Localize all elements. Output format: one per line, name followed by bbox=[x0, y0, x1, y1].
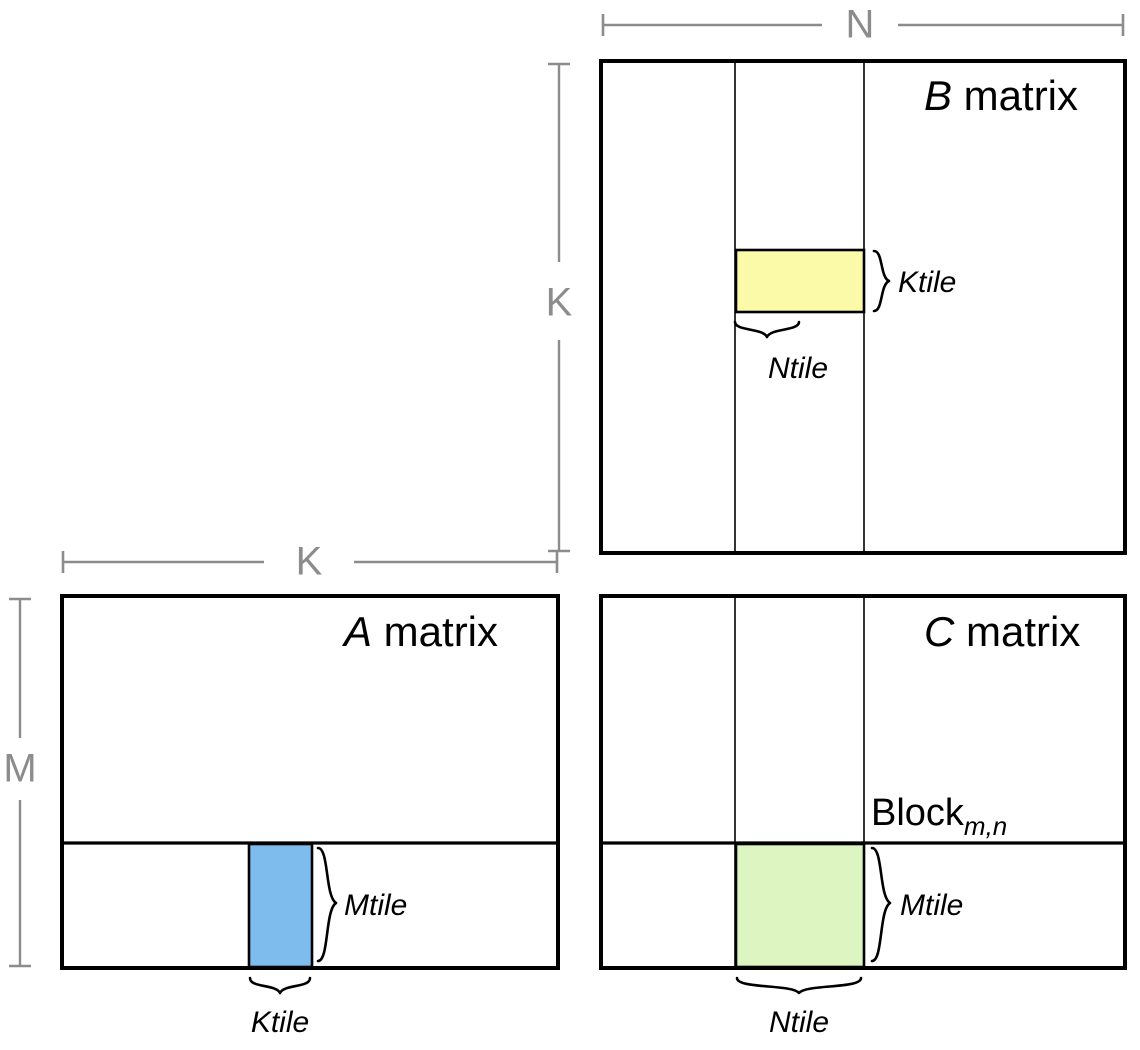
matrix-a-ktile-brace bbox=[248, 976, 312, 995]
matrix-b-ntile-brace-group: Ntile bbox=[733, 320, 828, 385]
matrix-b-ntile-label: Ntile bbox=[768, 352, 828, 385]
dimension-k-horizontal: K bbox=[61, 540, 559, 584]
matrix-b-ktile-brace bbox=[872, 249, 891, 313]
matrix-c-mtile-label: Mtile bbox=[900, 889, 963, 922]
matrix-a-mtile-brace bbox=[316, 846, 338, 963]
matrix-a-mtile-brace-group: Mtile bbox=[316, 846, 407, 963]
matrix-c-mtile-brace bbox=[870, 846, 892, 963]
matrix-b-ntile-brace bbox=[733, 320, 801, 339]
dimension-m: M bbox=[3, 597, 37, 968]
matrix-a-title-symbol: A bbox=[341, 608, 372, 655]
matrix-a-mtile-label: Mtile bbox=[344, 889, 407, 922]
matrix-a-ktile-brace-group: Ktile bbox=[248, 976, 312, 1039]
matrix-c-title-word: matrix bbox=[954, 608, 1080, 655]
matrix-a-title: A matrix bbox=[341, 608, 498, 655]
dimension-n: N bbox=[601, 3, 1125, 47]
matrix-c-ntile-brace bbox=[735, 976, 863, 995]
matrix-c-title: C matrix bbox=[924, 608, 1080, 655]
matrix-c-title-symbol: C bbox=[924, 608, 955, 655]
matrix-a-ktile-label: Ktile bbox=[251, 1006, 309, 1039]
dimension-k-vertical-label: K bbox=[546, 281, 573, 325]
matrix-c-mtile-brace-group: Mtile bbox=[870, 846, 963, 963]
matrix-b-ktile-label: Ktile bbox=[898, 266, 956, 299]
matrix-a-title-word: matrix bbox=[372, 608, 498, 655]
matrix-c-block-label-group: Blockm,n bbox=[871, 792, 1007, 841]
matrix-c-block-subscript: m,n bbox=[964, 811, 1007, 841]
matrix-c: C matrix Blockm,n bbox=[599, 594, 1127, 970]
matrix-b-ktile-brace-group: Ktile bbox=[872, 249, 956, 313]
dimension-m-label: M bbox=[3, 747, 36, 791]
matrix-b-title: B matrix bbox=[924, 72, 1078, 119]
matrix-c-ntile-label: Ntile bbox=[769, 1006, 829, 1039]
matrix-a: A matrix bbox=[60, 594, 560, 970]
dimension-k-vertical: K bbox=[546, 62, 573, 553]
dimension-k-horizontal-label: K bbox=[296, 540, 323, 584]
matrix-b-title-symbol: B bbox=[924, 72, 952, 119]
matrix-b-ktile-block bbox=[734, 248, 866, 314]
matrix-c-ntile-brace-group: Ntile bbox=[735, 976, 863, 1039]
matrix-b-title-word: matrix bbox=[952, 72, 1078, 119]
matrix-b: B matrix bbox=[599, 59, 1127, 555]
matrix-c-block-tile bbox=[734, 842, 866, 969]
matrix-c-block-label: Block bbox=[871, 792, 965, 834]
matrix-a-ktile-block bbox=[247, 842, 314, 969]
dimension-n-label: N bbox=[846, 3, 875, 47]
